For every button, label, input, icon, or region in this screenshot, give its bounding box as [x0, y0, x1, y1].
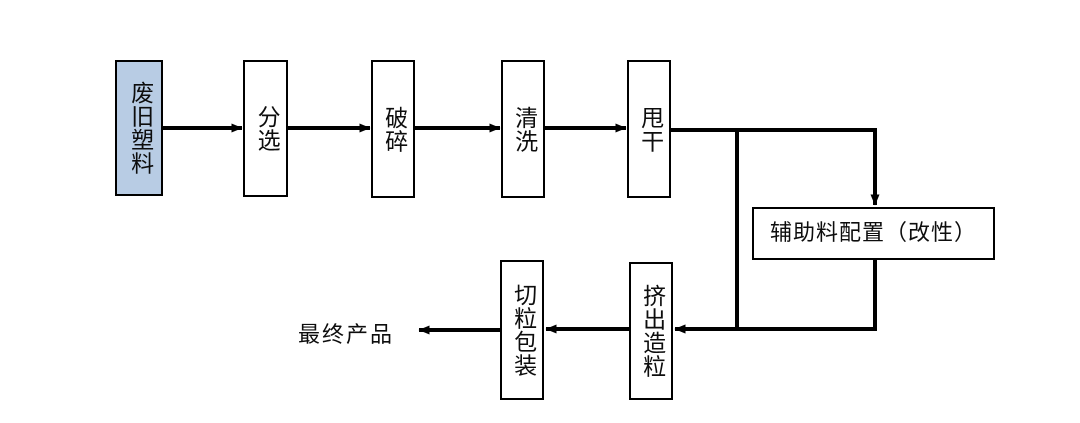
label-final-product: 最终产品: [298, 323, 395, 348]
node-waste-plastic[interactable]: 废旧塑料: [115, 60, 163, 196]
node-label-washing: 清洗: [510, 105, 537, 153]
node-label-sorting: 分选: [253, 105, 280, 152]
node-label-waste-plastic: 废旧塑料: [126, 81, 153, 175]
node-label-additive-mix: 辅助料配置（改性）: [769, 220, 977, 246]
node-sorting[interactable]: 分选: [243, 60, 288, 197]
node-washing[interactable]: 清洗: [501, 60, 545, 198]
edge-drying-to-extrusion: [674, 130, 739, 334]
node-pelletize-pack[interactable]: 切粒包装: [500, 260, 544, 400]
node-label-extrusion: 挤出造粒: [638, 284, 665, 378]
node-crushing[interactable]: 破碎: [371, 60, 415, 198]
node-label-crushing: 破碎: [380, 105, 407, 153]
edge-additive-to-extrusion: [674, 260, 877, 334]
node-label-pelletize-pack: 切粒包装: [509, 283, 536, 377]
node-spin-drying[interactable]: 甩干: [627, 60, 671, 198]
edge-drying-to-additive: [671, 128, 880, 206]
node-additive-mix[interactable]: 辅助料配置（改性）: [752, 207, 995, 260]
node-extrusion[interactable]: 挤出造粒: [629, 262, 673, 400]
node-label-spin-drying: 甩干: [636, 105, 663, 153]
